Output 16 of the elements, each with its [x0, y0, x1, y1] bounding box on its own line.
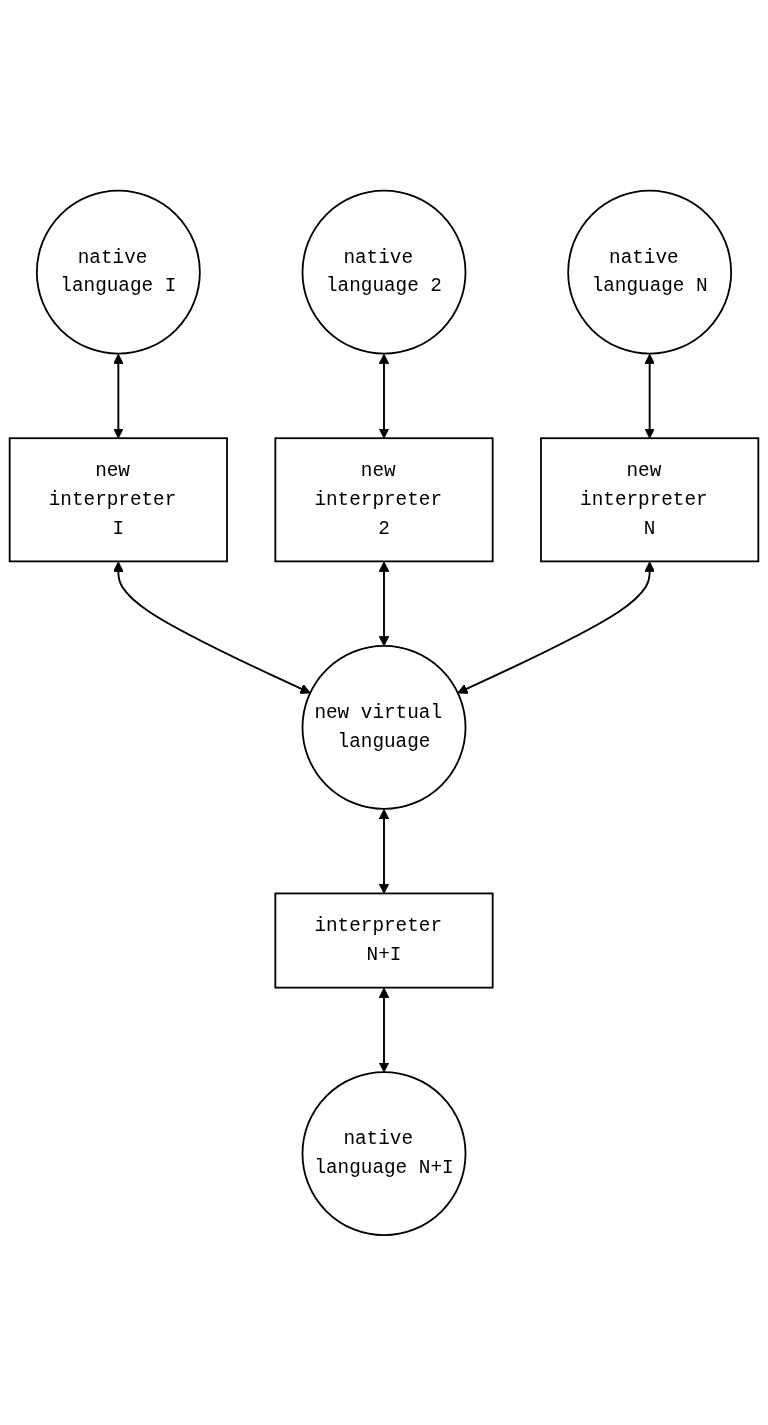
- arrow: [457, 560, 655, 694]
- arrow: [113, 560, 311, 694]
- arrow: [378, 808, 390, 894]
- node-circle: native language N+I: [301, 1070, 467, 1236]
- arrow: [378, 987, 390, 1073]
- node-circle: new virtual language: [301, 644, 467, 810]
- node-circle: native language I: [35, 189, 201, 355]
- node-box: interpreter N+I: [274, 892, 494, 989]
- node-circle: native language 2: [301, 189, 467, 355]
- node-box: new interpreter I: [8, 436, 228, 562]
- arrow: [378, 353, 390, 439]
- node-box: new interpreter N: [540, 436, 760, 562]
- arrow: [113, 353, 124, 439]
- node-circle: native language N: [567, 189, 733, 355]
- node-box: new interpreter 2: [274, 436, 494, 562]
- arrow: [644, 353, 655, 439]
